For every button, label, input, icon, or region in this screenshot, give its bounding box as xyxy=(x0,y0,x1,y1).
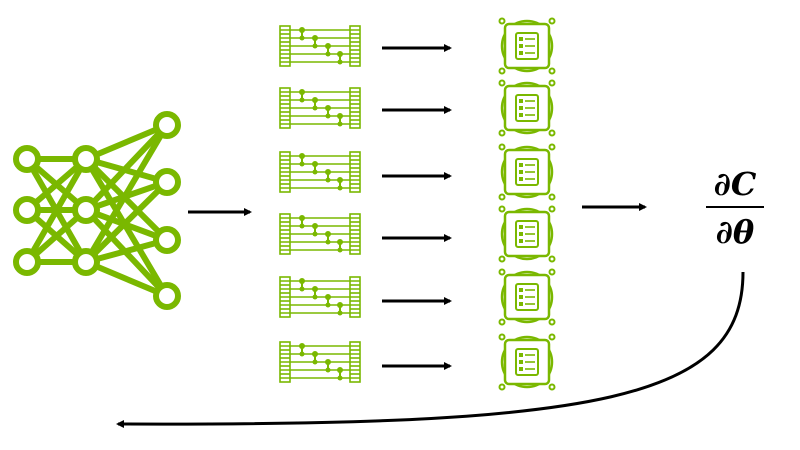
pipeline-row xyxy=(279,268,556,326)
network-node xyxy=(153,282,181,310)
neural-network-icon xyxy=(13,111,181,310)
network-node xyxy=(153,111,181,139)
pipeline-row xyxy=(279,205,556,263)
quantum-circuit-icon xyxy=(279,213,361,255)
pipeline-rows xyxy=(279,17,556,391)
pipeline-row xyxy=(279,17,556,75)
quantum-circuit-icon xyxy=(279,341,361,383)
network-node xyxy=(72,145,100,173)
gradient-numerator: ∂C xyxy=(713,165,757,203)
network-nodes xyxy=(13,111,181,310)
feedback-arrow xyxy=(116,271,745,429)
quantum-processor-icon xyxy=(498,143,556,201)
gradient-denominator: ∂θ xyxy=(715,213,755,251)
quantum-circuit-icon xyxy=(279,276,361,318)
quantum-processor-icon xyxy=(498,333,556,391)
pipeline-row xyxy=(279,143,556,201)
quantum-processor-icon xyxy=(498,17,556,75)
gradient-formula: ∂C ∂θ xyxy=(700,166,770,250)
network-node xyxy=(153,168,181,196)
fraction-bar xyxy=(706,206,764,208)
pipeline-row xyxy=(279,333,556,391)
quantum-processor-icon xyxy=(498,205,556,263)
quantum-circuit-icon xyxy=(279,87,361,129)
quantum-circuit-icon xyxy=(279,151,361,193)
pipeline-row xyxy=(279,79,556,137)
quantum-circuit-icon xyxy=(279,25,361,67)
quantum-processor-icon xyxy=(498,268,556,326)
network-node xyxy=(13,145,41,173)
network-node xyxy=(13,248,41,276)
network-node xyxy=(153,226,181,254)
network-node xyxy=(13,196,41,224)
quantum-processor-icon xyxy=(498,79,556,137)
network-node xyxy=(72,248,100,276)
network-node xyxy=(72,196,100,224)
